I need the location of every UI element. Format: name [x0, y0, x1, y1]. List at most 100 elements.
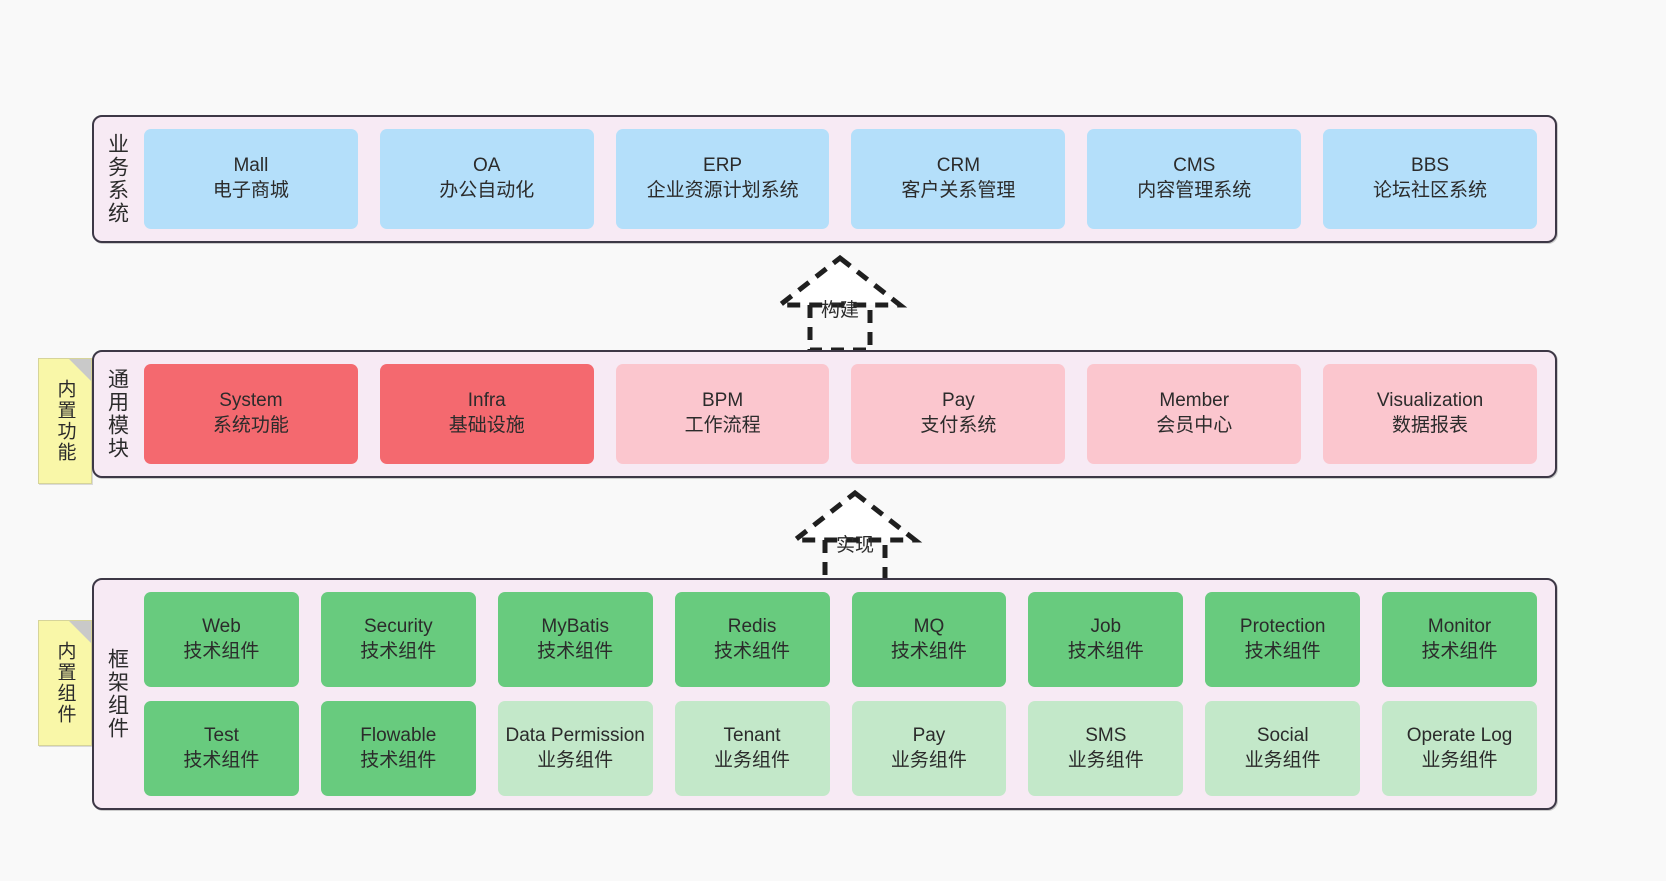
card-mybatis[interactable]: MyBatis 技术组件 [497, 592, 653, 687]
card-desc: 技术组件 [1067, 640, 1144, 662]
card-row: Web 技术组件 Security 技术组件 MyBatis 技术组件 Redi… [144, 592, 1537, 687]
card-title: Pay [912, 724, 946, 746]
card-monitor[interactable]: Monitor 技术组件 [1382, 592, 1537, 687]
card-desc: 业务组件 [1421, 749, 1498, 771]
card-security[interactable]: Security 技术组件 [320, 592, 476, 687]
card-desc: 技术组件 [537, 640, 614, 662]
card-title: Data Permission [505, 724, 645, 746]
card-row: Test 技术组件 Flowable 技术组件 Data Permission … [144, 701, 1537, 796]
card-desc: 技术组件 [1421, 640, 1498, 662]
card-title: Mall [233, 155, 269, 177]
card-erp[interactable]: ERP 企业资源计划系统 [615, 129, 830, 229]
card-title: Flowable [360, 724, 437, 746]
card-desc: 业务组件 [714, 749, 791, 771]
card-row: System 系统功能 Infra 基础设施 BPM 工作流程 Pay 支付系统… [144, 364, 1537, 464]
sticky-note-label: 内置组件 [54, 641, 76, 725]
card-operate-log[interactable]: Operate Log 业务组件 [1382, 701, 1537, 796]
layer-common-title: 通用模块 [105, 368, 129, 460]
layer-common-cards: System 系统功能 Infra 基础设施 BPM 工作流程 Pay 支付系统… [140, 352, 1555, 476]
card-title: Social [1256, 724, 1309, 746]
sticky-note-label: 内置功能 [54, 379, 76, 463]
card-web[interactable]: Web 技术组件 [144, 592, 299, 687]
card-desc: 技术组件 [890, 640, 967, 662]
card-title: Redis [727, 615, 777, 637]
card-desc: 业务组件 [890, 749, 967, 771]
layer-framework-title: 框架组件 [105, 648, 129, 740]
card-desc: 支付系统 [920, 415, 997, 436]
card-title: System [219, 390, 283, 412]
card-flowable[interactable]: Flowable 技术组件 [320, 701, 476, 796]
card-job[interactable]: Job 技术组件 [1028, 592, 1184, 687]
card-row: Mall 电子商城 OA 办公自动化 ERP 企业资源计划系统 CRM 客户关系… [144, 129, 1537, 229]
card-title: MQ [913, 615, 945, 637]
card-title: Protection [1239, 615, 1326, 637]
card-bpm[interactable]: BPM 工作流程 [615, 364, 830, 464]
card-title: BPM [701, 390, 744, 412]
card-title: Tenant [723, 724, 781, 746]
card-title: Visualization [1376, 390, 1484, 412]
card-desc: 电子商城 [212, 180, 289, 201]
card-desc: 技术组件 [1244, 640, 1321, 662]
card-title: OA [473, 155, 501, 177]
card-tenant[interactable]: Tenant 业务组件 [674, 701, 830, 796]
card-cms[interactable]: CMS 内容管理系统 [1087, 129, 1302, 229]
card-desc: 论坛社区系统 [1373, 180, 1488, 201]
card-mall[interactable]: Mall 电子商城 [144, 129, 358, 229]
card-title: Infra [467, 390, 506, 412]
card-desc: 业务组件 [537, 749, 614, 771]
card-redis[interactable]: Redis 技术组件 [674, 592, 830, 687]
arrow-implement-label: 实现 [835, 535, 875, 556]
arrow-build-label: 构建 [820, 300, 860, 321]
card-system[interactable]: System 系统功能 [144, 364, 358, 464]
card-desc: 技术组件 [360, 749, 437, 771]
card-data-permission[interactable]: Data Permission 业务组件 [497, 701, 653, 796]
card-infra[interactable]: Infra 基础设施 [379, 364, 594, 464]
card-title: CMS [1173, 155, 1216, 177]
card-title: BBS [1411, 155, 1450, 177]
card-title: Member [1159, 390, 1230, 412]
card-title: Web [202, 615, 241, 637]
layer-business-title: 业务系统 [105, 133, 129, 225]
sticky-note-builtin-component: 内置组件 [38, 620, 92, 746]
card-member[interactable]: Member 会员中心 [1087, 364, 1302, 464]
layer-business-cards: Mall 电子商城 OA 办公自动化 ERP 企业资源计划系统 CRM 客户关系… [140, 117, 1555, 241]
card-pay-business[interactable]: Pay 业务组件 [851, 701, 1007, 796]
arrow-build: 构建 [750, 254, 930, 355]
card-desc: 系统功能 [212, 415, 289, 436]
card-test[interactable]: Test 技术组件 [144, 701, 299, 796]
card-visualization[interactable]: Visualization 数据报表 [1323, 364, 1537, 464]
card-title: SMS [1085, 724, 1127, 746]
card-desc: 企业资源计划系统 [646, 180, 799, 201]
card-title: Monitor [1427, 615, 1492, 637]
card-sms[interactable]: SMS 业务组件 [1028, 701, 1184, 796]
card-title: MyBatis [541, 615, 609, 637]
layer-business-systems: 业务系统 Mall 电子商城 OA 办公自动化 ERP 企业资源计划系统 CRM… [92, 115, 1557, 243]
card-desc: 技术组件 [714, 640, 791, 662]
note-fold-corner-icon [69, 621, 91, 643]
card-title: Test [204, 724, 239, 746]
card-title: Security [363, 615, 433, 637]
card-protection[interactable]: Protection 技术组件 [1205, 592, 1361, 687]
arrow-head-triangle [787, 489, 923, 543]
card-bbs[interactable]: BBS 论坛社区系统 [1323, 129, 1537, 229]
card-mq[interactable]: MQ 技术组件 [851, 592, 1007, 687]
card-desc: 技术组件 [360, 640, 437, 662]
card-pay[interactable]: Pay 支付系统 [851, 364, 1066, 464]
card-desc: 业务组件 [1067, 749, 1144, 771]
arrow-implement: 实现 [765, 489, 945, 590]
card-crm[interactable]: CRM 客户关系管理 [851, 129, 1066, 229]
layer-framework-components: 框架组件 Web 技术组件 Security 技术组件 MyBatis 技术组件… [92, 578, 1557, 810]
sticky-note-builtin-function: 内置功能 [38, 358, 92, 484]
card-desc: 技术组件 [183, 749, 260, 771]
layer-common-modules: 通用模块 System 系统功能 Infra 基础设施 BPM 工作流程 Pay… [92, 350, 1557, 478]
card-desc: 数据报表 [1392, 415, 1469, 436]
card-social[interactable]: Social 业务组件 [1205, 701, 1361, 796]
card-desc: 业务组件 [1244, 749, 1321, 771]
card-desc: 内容管理系统 [1137, 180, 1252, 201]
card-desc: 办公自动化 [439, 180, 535, 201]
card-desc: 基础设施 [448, 415, 525, 436]
card-title: Pay [942, 390, 975, 412]
card-desc: 技术组件 [183, 640, 260, 662]
card-oa[interactable]: OA 办公自动化 [379, 129, 594, 229]
